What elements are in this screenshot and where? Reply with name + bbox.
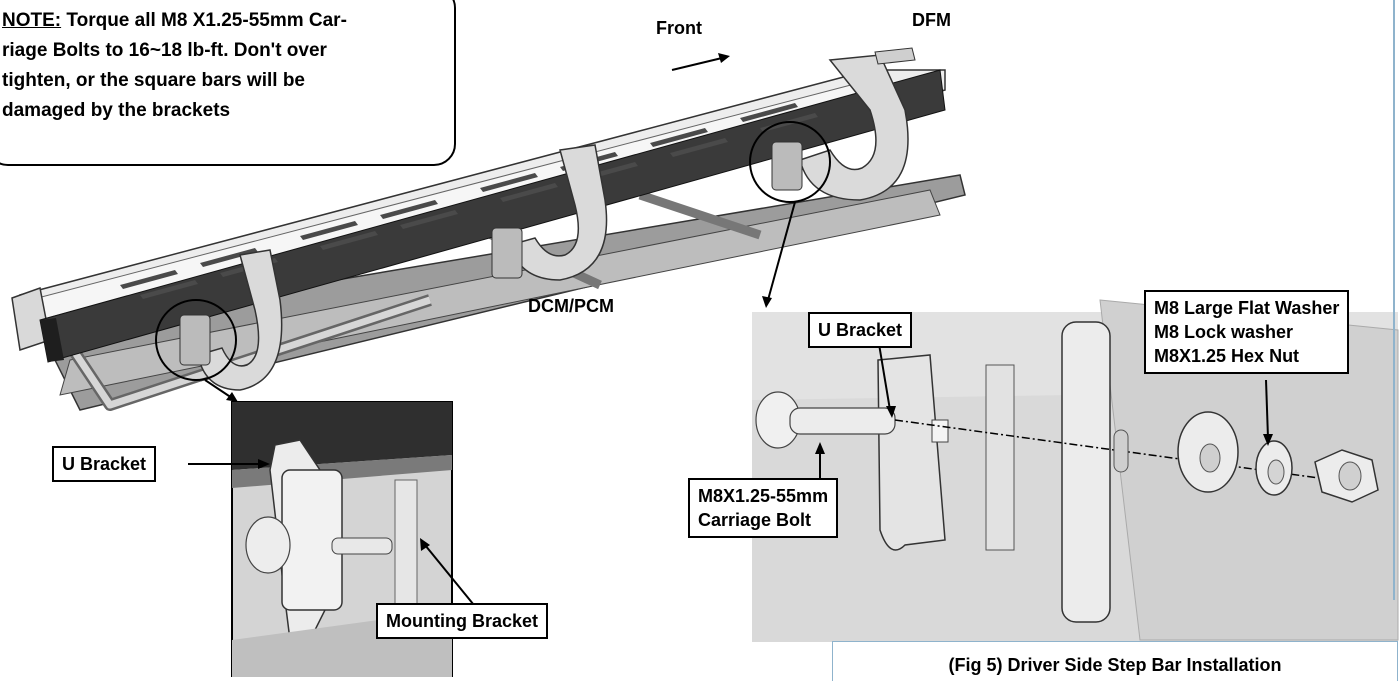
u-bracket-callout-left: U Bracket [52,446,157,482]
note-line-2: riage Bolts to 16~18 lb-ft. Don't over [2,40,327,61]
dcm-pcm-label: DCM/PCM [528,296,614,316]
mounting-bracket-callout: Mounting Bracket [376,603,549,639]
note-line-4: damaged by the brackets [2,100,231,121]
dfm-label: DFM [912,10,951,30]
frame-border-right [1393,0,1395,600]
carriage-bolt-callout: M8X1.25-55mm Carriage Bolt [688,478,839,538]
figure-caption: (Fig 5) Driver Side Step Bar Installatio… [832,641,1398,681]
carriage-bolt-line-2: Carriage Bolt [698,510,812,530]
u-bracket-front [799,47,916,201]
u-bracket-callout-right: U Bracket [808,312,913,348]
front-label: Front [656,18,702,38]
hardware-callout: M8 Large Flat Washer M8 Lock washer M8X1… [1144,290,1350,374]
note-line-1-text: Torque all M8 X1.25-55mm Car- [61,10,347,31]
carriage-bolt-line-1: M8X1.25-55mm [698,486,829,506]
detail-circle-front [749,121,831,203]
note-line-3: tighten, or the square bars will be [2,70,305,91]
torque-note: NOTE: Torque all M8 X1.25-55mm Car- riag… [0,0,456,166]
note-prefix: NOTE: [2,10,62,31]
hardware-line-1: M8 Large Flat Washer [1154,298,1340,318]
front-arrow [671,53,730,71]
hardware-line-2: M8 Lock washer [1154,322,1294,342]
detail-circle-rear [155,299,237,381]
note-line-1: NOTE: Torque all M8 X1.25-55mm Car- [2,6,440,36]
step-bar-assembly [11,47,966,411]
hardware-line-3: M8X1.25 Hex Nut [1154,346,1300,366]
